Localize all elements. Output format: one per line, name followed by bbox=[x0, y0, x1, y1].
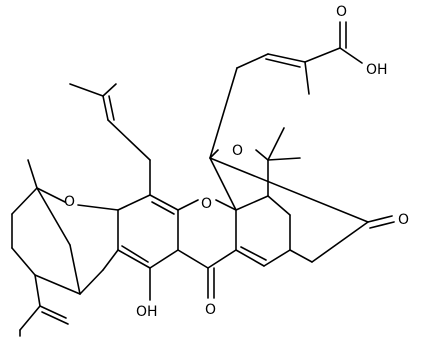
ketone-oxygen-right-label: O bbox=[398, 212, 409, 228]
acid-hydroxyl-label: OH bbox=[366, 62, 388, 78]
ring-ether-oxygen-left-label: O bbox=[64, 194, 75, 210]
acid-carbonyl-oxygen-label: O bbox=[336, 4, 347, 20]
phenol-hydroxyl-label: OH bbox=[136, 304, 158, 320]
bond-lines bbox=[11, 21, 395, 337]
ketone-oxygen-bottom-label: O bbox=[205, 302, 216, 318]
bridge-ether-oxygen-label: O bbox=[232, 143, 243, 159]
ring-ether-oxygen-center-label: O bbox=[201, 196, 212, 212]
atom-labels: O OH O O O O OH O bbox=[64, 4, 409, 320]
